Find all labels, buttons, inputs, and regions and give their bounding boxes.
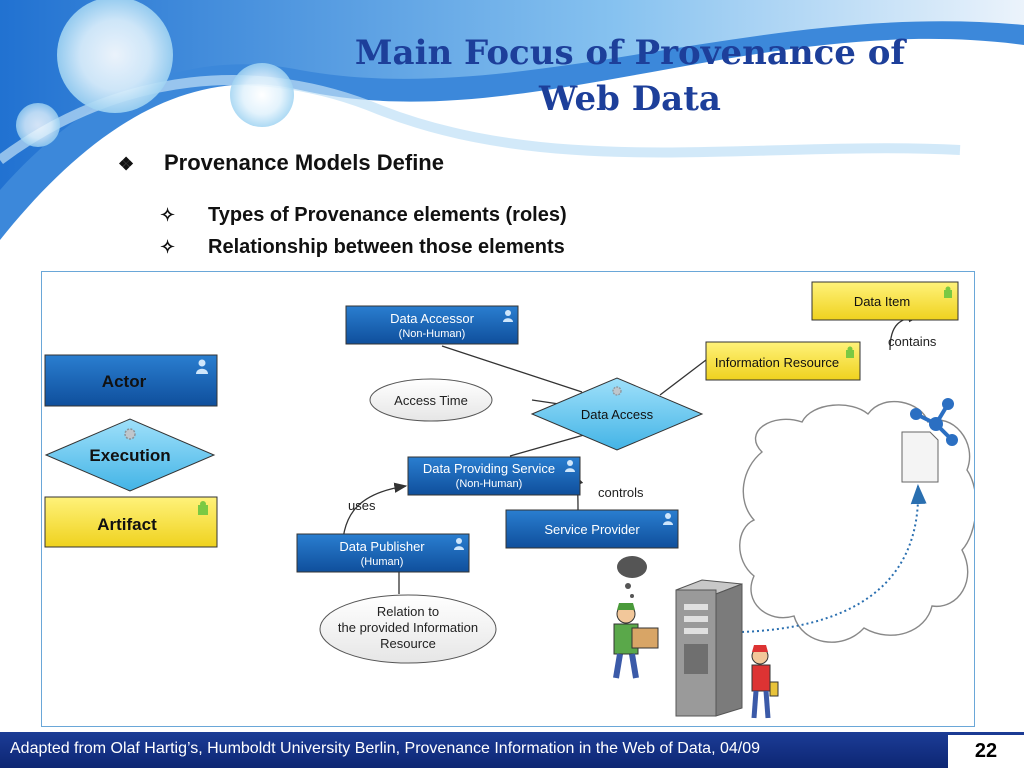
relation-node: Relation to the provided Information Res… — [319, 594, 497, 664]
puzzle-icon — [944, 286, 952, 298]
sub-bullet-text: Relationship between those elements — [208, 236, 565, 258]
web-document-icon — [901, 431, 939, 483]
puzzle-icon — [846, 346, 854, 358]
access-time-ellipse — [369, 378, 493, 422]
information-resource-box — [705, 341, 861, 381]
relation-label-3: Resource — [380, 636, 436, 651]
execution-diamond — [44, 418, 216, 492]
data-accessor-box — [345, 305, 519, 345]
data-providing-service-label: Data Providing Service — [423, 461, 555, 476]
person-icon — [196, 359, 208, 374]
legend-artifact: Artifact — [44, 496, 218, 548]
data-accessor-sublabel: (Non-Human) — [399, 328, 466, 340]
sub-bullet-2: ✧ Relationship between those elements — [160, 236, 565, 259]
artifact-label: Artifact — [97, 515, 157, 534]
data-providing-service-node: Data Providing Service (Non-Human) — [407, 456, 581, 496]
service-provider-box — [505, 509, 679, 549]
title-line-2: Web Data — [539, 79, 721, 119]
data-providing-service-box — [407, 456, 581, 496]
technician-icon — [751, 645, 779, 719]
legend-actor: Actor — [44, 354, 218, 407]
rdf-graph-icon — [910, 398, 958, 446]
main-bullet-text: Provenance Models Define — [164, 150, 444, 175]
data-item-box — [811, 281, 959, 321]
slide-title: Main Focus of Provenance of Web Data — [300, 30, 960, 122]
edge-accessor-access — [441, 345, 583, 393]
information-resource-label: Information Resource — [715, 355, 839, 370]
web-cloud-illustration — [739, 400, 974, 643]
server-icon — [675, 579, 743, 717]
title-line-1: Main Focus of Provenance of — [354, 33, 906, 73]
data-access-label: Data Access — [581, 407, 654, 422]
data-access-diamond — [530, 377, 704, 451]
gear-icon — [612, 386, 622, 396]
main-bullet: ❖ Provenance Models Define — [118, 150, 444, 176]
edge-access-resource — [659, 359, 707, 396]
data-item-node: Data Item — [811, 281, 959, 321]
controls-label: controls — [598, 485, 644, 500]
relation-ellipse — [319, 594, 497, 664]
data-accessor-label: Data Accessor — [390, 311, 474, 326]
service-provider-label: Service Provider — [544, 522, 640, 537]
person-icon — [454, 538, 464, 550]
uses-label: uses — [348, 498, 376, 513]
actor-box — [44, 354, 218, 407]
relation-label-2: the provided Information — [338, 620, 478, 635]
puzzle-icon — [198, 501, 208, 515]
diamond-bullet-icon: ❖ — [118, 154, 135, 174]
page-number: 22 — [948, 735, 1024, 768]
sub-bullet-text: Types of Provenance elements (roles) — [208, 204, 567, 226]
contains-label: contains — [888, 334, 937, 349]
relation-label-1: Relation to — [377, 604, 439, 619]
star-bullet-icon: ✧ — [160, 237, 176, 257]
data-providing-service-sublabel: (Non-Human) — [456, 478, 523, 490]
execution-label: Execution — [89, 446, 170, 465]
background-decoration — [0, 0, 1024, 240]
thought-bubble-icon — [617, 556, 647, 598]
person-icon — [503, 310, 513, 322]
person-icon — [663, 513, 673, 525]
service-provider-node: Service Provider — [505, 509, 679, 549]
data-access-node: Data Access — [530, 377, 704, 451]
data-publisher-node: Data Publisher (Human) — [296, 533, 470, 573]
data-publisher-label: Data Publisher — [339, 539, 425, 554]
data-accessor-node: Data Accessor (Non-Human) — [345, 305, 519, 345]
information-resource-node: Information Resource — [705, 341, 861, 381]
actor-label: Actor — [102, 372, 147, 391]
access-time-node: Access Time — [369, 378, 493, 422]
star-bullet-icon: ✧ — [160, 205, 176, 225]
artifact-box — [44, 496, 218, 548]
footer-citation: Adapted from Olaf Hartig’s, Humboldt Uni… — [10, 740, 760, 757]
worker-with-box-icon — [613, 603, 659, 679]
data-publisher-box — [296, 533, 470, 573]
legend-execution: Execution — [44, 418, 216, 492]
gear-icon — [124, 428, 136, 440]
sub-bullet-1: ✧ Types of Provenance elements (roles) — [160, 204, 567, 227]
person-icon — [565, 460, 575, 472]
provenance-diagram: Actor Execution Artifact D — [41, 271, 975, 727]
data-publisher-sublabel: (Human) — [361, 556, 404, 568]
access-time-label: Access Time — [394, 393, 468, 408]
slide-footer: Adapted from Olaf Hartig’s, Humboldt Uni… — [0, 732, 1024, 768]
data-item-label: Data Item — [854, 294, 910, 309]
